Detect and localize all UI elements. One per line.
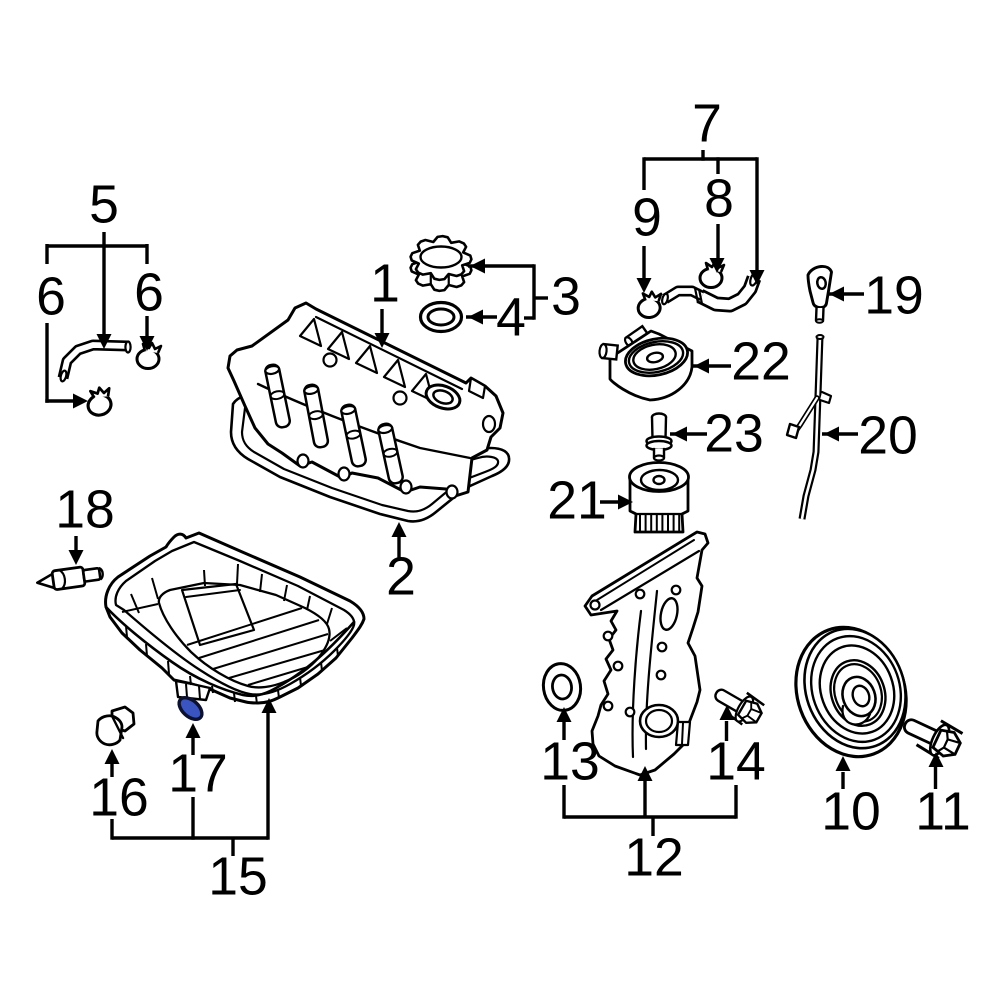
svg-text:22: 22 [731, 333, 791, 392]
svg-text:6: 6 [134, 264, 164, 323]
svg-text:3: 3 [551, 268, 581, 327]
svg-text:20: 20 [858, 407, 918, 466]
svg-text:7: 7 [692, 95, 722, 154]
svg-text:8: 8 [704, 170, 734, 229]
svg-text:13: 13 [540, 733, 600, 792]
svg-text:14: 14 [706, 733, 766, 792]
svg-text:2: 2 [386, 548, 416, 607]
svg-text:5: 5 [89, 176, 119, 235]
svg-text:9: 9 [632, 189, 662, 248]
svg-text:10: 10 [821, 783, 881, 842]
svg-text:6: 6 [36, 268, 66, 327]
svg-text:17: 17 [168, 745, 228, 804]
svg-text:23: 23 [704, 405, 764, 464]
svg-text:16: 16 [89, 769, 149, 828]
svg-text:19: 19 [864, 267, 924, 326]
svg-text:12: 12 [624, 829, 684, 888]
svg-text:18: 18 [55, 481, 115, 540]
svg-text:11: 11 [915, 783, 971, 842]
svg-text:1: 1 [370, 255, 400, 314]
svg-text:21: 21 [547, 472, 607, 531]
svg-text:4: 4 [496, 289, 526, 348]
svg-text:15: 15 [208, 848, 268, 907]
